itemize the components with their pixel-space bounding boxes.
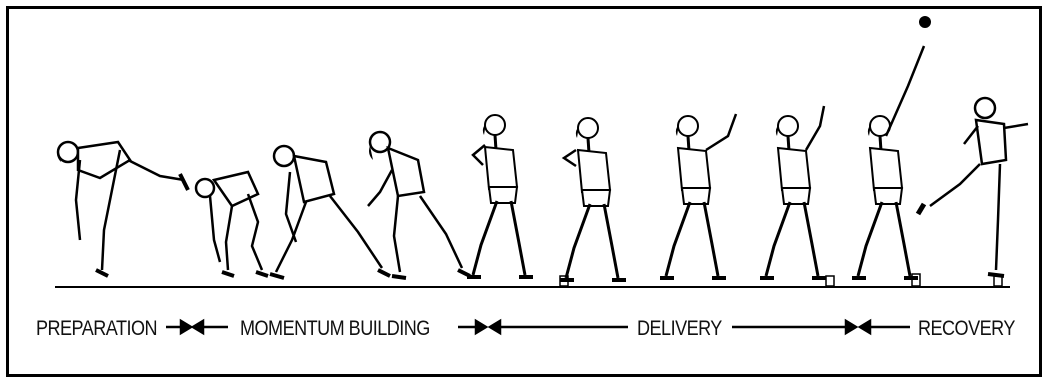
athlete-figure-7 xyxy=(660,114,736,278)
athlete-figure-9 xyxy=(852,46,924,278)
athlete-figure-4 xyxy=(368,132,470,278)
athlete-figure-8 xyxy=(760,106,826,278)
athlete-figure-2 xyxy=(196,172,268,276)
athlete-figure-5 xyxy=(467,115,533,277)
athlete-figure-1 xyxy=(57,142,188,276)
athlete-figure-6 xyxy=(560,118,626,280)
athlete-figure-10 xyxy=(918,98,1028,276)
phase-label-delivery: DELIVERY xyxy=(637,317,722,341)
shot-put-ball xyxy=(919,16,931,28)
phase-label-momentum: MOMENTUM BUILDING xyxy=(240,317,430,341)
phase-label-preparation: PREPARATION xyxy=(36,317,157,341)
toe-board-marker xyxy=(826,276,834,286)
phase-label-recovery: RECOVERY xyxy=(918,317,1015,341)
athlete-figure-3 xyxy=(270,146,390,278)
